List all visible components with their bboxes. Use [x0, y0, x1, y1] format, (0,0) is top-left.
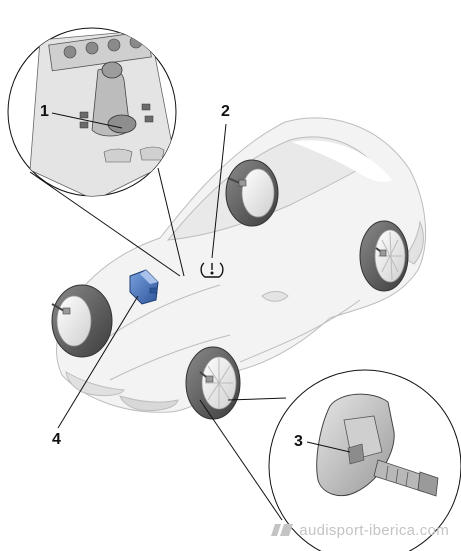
watermark: audisport-iberica.com: [271, 522, 449, 539]
valve-sensor: [375, 247, 387, 257]
sensor-detail: [268, 369, 461, 551]
control-unit: [129, 269, 159, 305]
valve-sensor: [227, 177, 247, 187]
watermark-logo-icon: [271, 524, 294, 536]
callout-1: 1: [40, 103, 49, 120]
wheel-front-right: [185, 346, 241, 420]
callout-2: 2: [221, 103, 230, 120]
callout-3: 3: [294, 433, 303, 450]
wheel-rear-right: [359, 220, 409, 292]
wheel-front-left: [51, 284, 113, 358]
valve-sensor: [51, 303, 71, 315]
leader-lines: [29, 112, 351, 521]
console-button: [79, 103, 154, 129]
tpms-warning-icon: [200, 262, 224, 278]
callout-4: 4: [52, 431, 61, 448]
watermark-text: audisport-iberica.com: [299, 522, 449, 539]
wheel-rear-left: [225, 159, 279, 227]
console-detail: [7, 27, 177, 197]
valve-sensor: [199, 371, 214, 383]
